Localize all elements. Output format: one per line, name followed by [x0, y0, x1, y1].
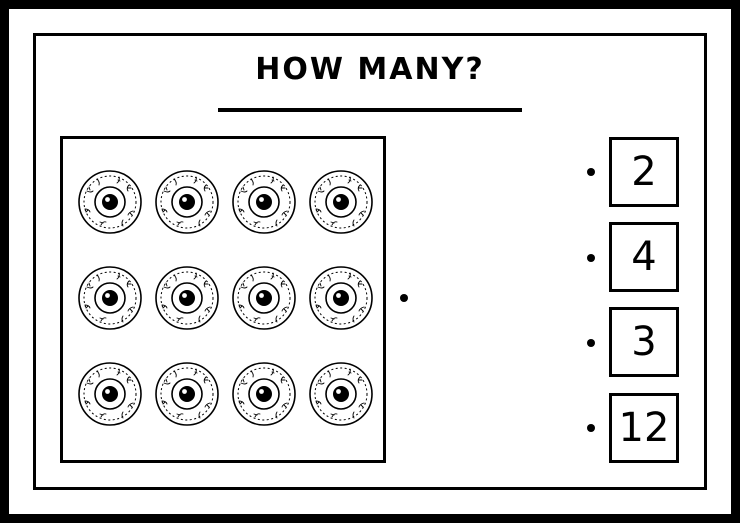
eyeball-icon [77, 361, 143, 427]
worksheet-title: HOW MANY? [255, 52, 485, 87]
eyeball-icon [308, 265, 374, 331]
title-underline [218, 108, 522, 112]
answer-box[interactable]: 12 [609, 393, 679, 463]
eyeball-icon [77, 265, 143, 331]
eyeball-icon [154, 265, 220, 331]
answer-connect-dot[interactable] [587, 339, 595, 347]
eyeball-icon [308, 361, 374, 427]
eyeball-icon [308, 169, 374, 235]
answer-connect-dot[interactable] [587, 254, 595, 262]
question-connect-dot[interactable] [400, 294, 408, 302]
answer-box[interactable]: 2 [609, 137, 679, 207]
answer-connect-dot[interactable] [587, 168, 595, 176]
eyeball-icon [231, 361, 297, 427]
eyeball-icon [231, 265, 297, 331]
eyeball-icon [154, 169, 220, 235]
eyeball-icon [231, 169, 297, 235]
eyeball-grid [63, 139, 383, 460]
counting-picture-box [60, 136, 386, 463]
answer-box[interactable]: 4 [609, 222, 679, 292]
worksheet-inner-border [33, 33, 707, 490]
answer-box[interactable]: 3 [609, 307, 679, 377]
answer-connect-dot[interactable] [587, 424, 595, 432]
eyeball-icon [154, 361, 220, 427]
eyeball-icon [77, 169, 143, 235]
